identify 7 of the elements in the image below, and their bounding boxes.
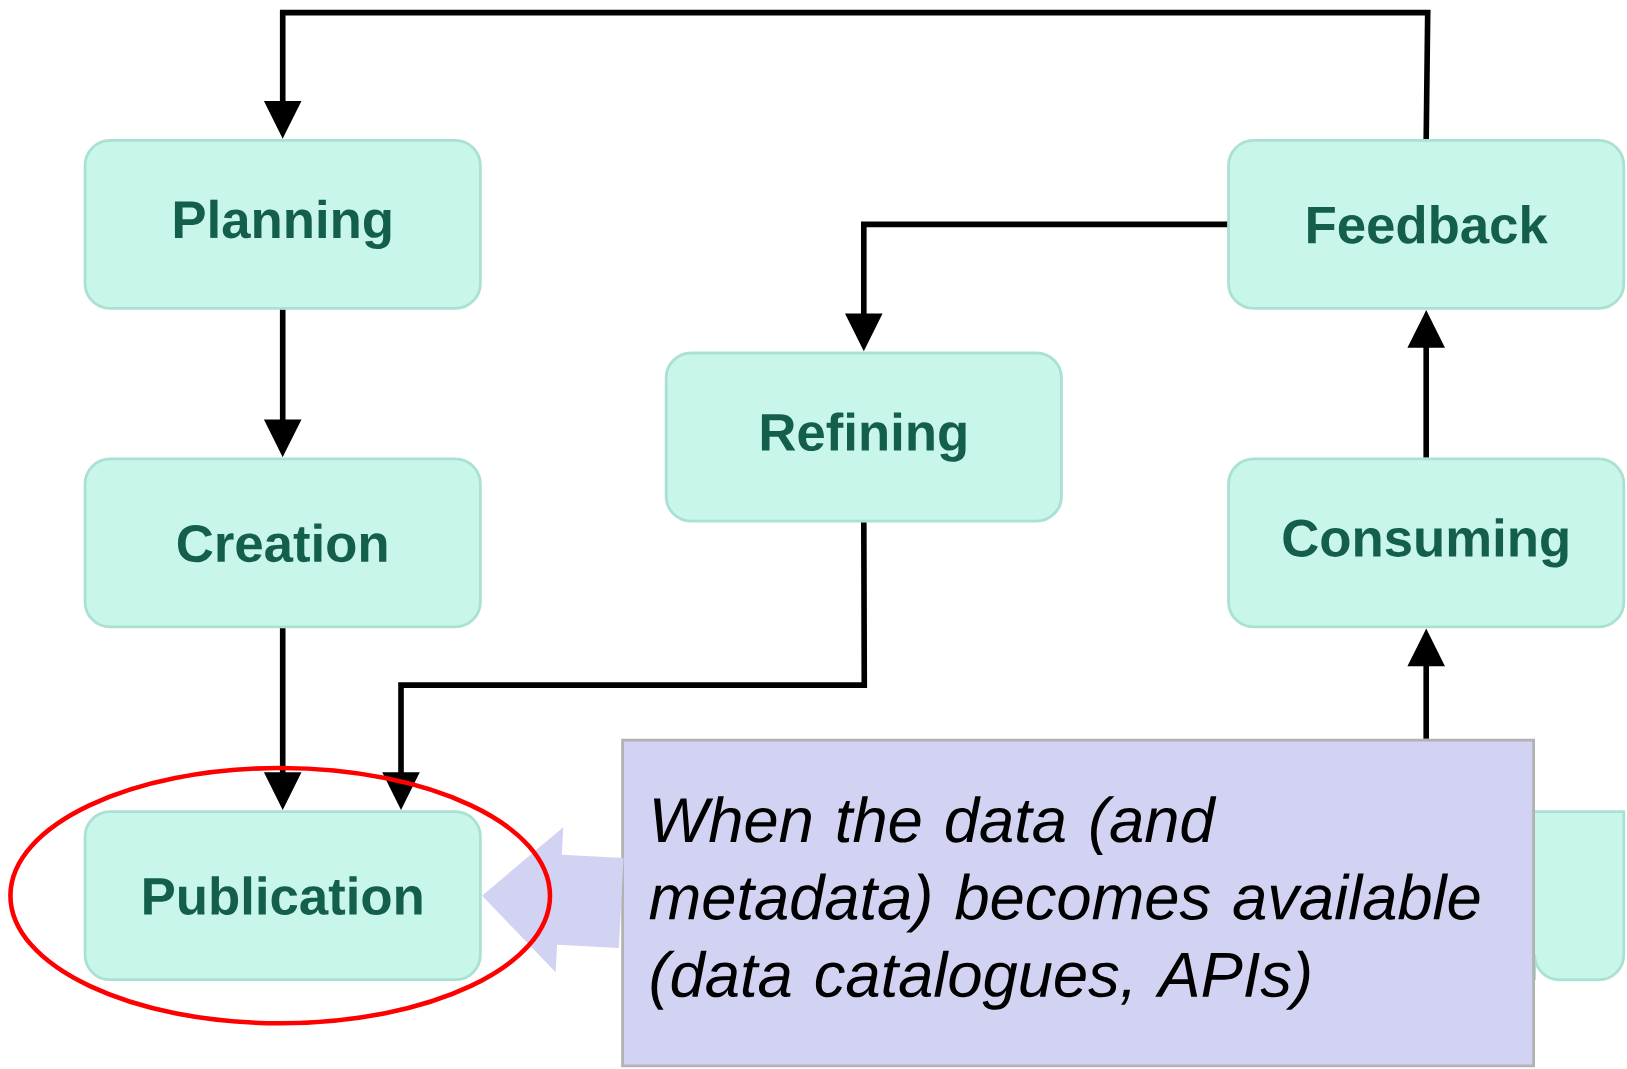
- process-box: Consuming: [1227, 457, 1626, 629]
- callout-box: When the data (and metadata) becomes available (data catalogues, APIs): [621, 738, 1535, 1068]
- process-box: Refining: [664, 351, 1063, 523]
- process-box: Planning: [83, 138, 482, 310]
- process-box: Publication: [83, 810, 482, 982]
- process-box: Creation: [83, 457, 482, 629]
- process-box: Feedback: [1227, 138, 1626, 310]
